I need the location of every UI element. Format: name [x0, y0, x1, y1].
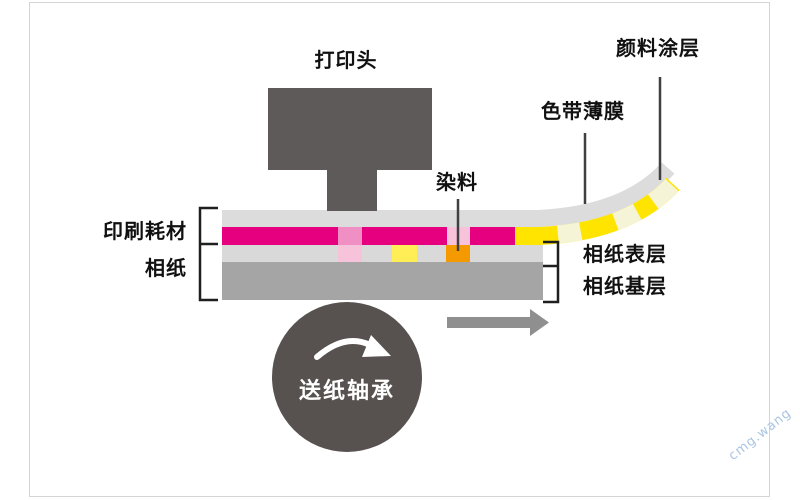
ink-band-magenta — [222, 227, 515, 245]
dye-label: 染料 — [436, 170, 478, 194]
paper-orange-patch — [446, 245, 470, 262]
paper-surface-layer-label: 相纸表层 — [583, 242, 667, 266]
ink-band-yellow — [515, 227, 541, 245]
paper-base-layer-label: 相纸基层 — [583, 274, 667, 298]
ink-band-pale-segments — [537, 177, 680, 245]
left-bracket — [198, 206, 218, 302]
ribbon-film-layer — [222, 210, 540, 227]
print-consumables-label: 印刷耗材 — [103, 219, 187, 243]
right-bracket — [543, 240, 560, 304]
paper-surface-layer — [222, 245, 543, 262]
print-head-body — [268, 88, 432, 170]
pigment-coating-label: 颜料涂层 — [616, 36, 700, 60]
ink-band-pink-segment — [338, 227, 362, 245]
paper-pink-patch — [338, 245, 362, 262]
roller-rotation-arrowhead — [362, 335, 391, 357]
paper-direction-arrow — [447, 309, 549, 336]
ribbon-film-curve — [537, 162, 675, 227]
paper-base-layer — [222, 262, 543, 300]
feed-roller-label: 送纸轴承 — [298, 379, 395, 404]
print-head-tip — [327, 170, 377, 211]
ribbon-film-label: 色带薄膜 — [541, 99, 625, 123]
print-head-label: 打印头 — [314, 48, 378, 72]
roller-rotation-arrow — [314, 338, 373, 360]
photo-paper-label: 相纸 — [145, 256, 187, 280]
feed-roller — [272, 302, 422, 452]
paper-yellow-patch — [392, 245, 417, 262]
